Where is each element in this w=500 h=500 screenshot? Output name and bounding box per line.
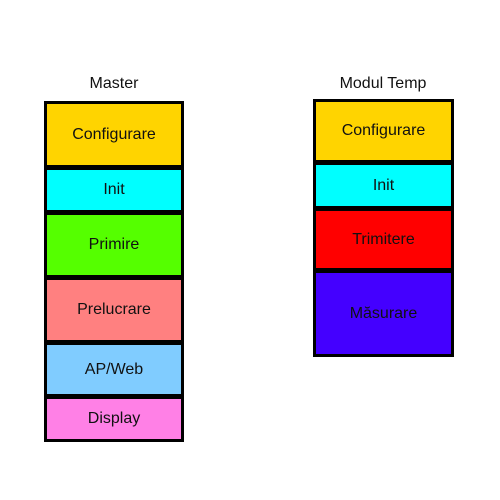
master-display-block: Display	[47, 399, 181, 439]
modul-temp-column-title: Modul Temp	[339, 75, 427, 92]
modul-temp-trimitere-block: Trimitere	[316, 211, 451, 268]
master-prelucrare-block: Prelucrare	[47, 280, 181, 340]
modul-temp-init-block: Init	[316, 165, 451, 206]
modul-temp-masurare-block: Măsurare	[316, 273, 451, 354]
master-configurare-block: Configurare	[47, 104, 181, 165]
modul-temp-configurare-block: Configurare	[316, 102, 451, 160]
modul-temp-stack: Configurare Init Trimitere Măsurare	[313, 99, 454, 357]
master-init-block: Init	[47, 170, 181, 210]
master-column-title: Master	[89, 75, 139, 92]
master-primire-block: Primire	[47, 215, 181, 275]
master-stack: Configurare Init Primire Prelucrare AP/W…	[44, 101, 184, 442]
master-apweb-block: AP/Web	[47, 345, 181, 394]
